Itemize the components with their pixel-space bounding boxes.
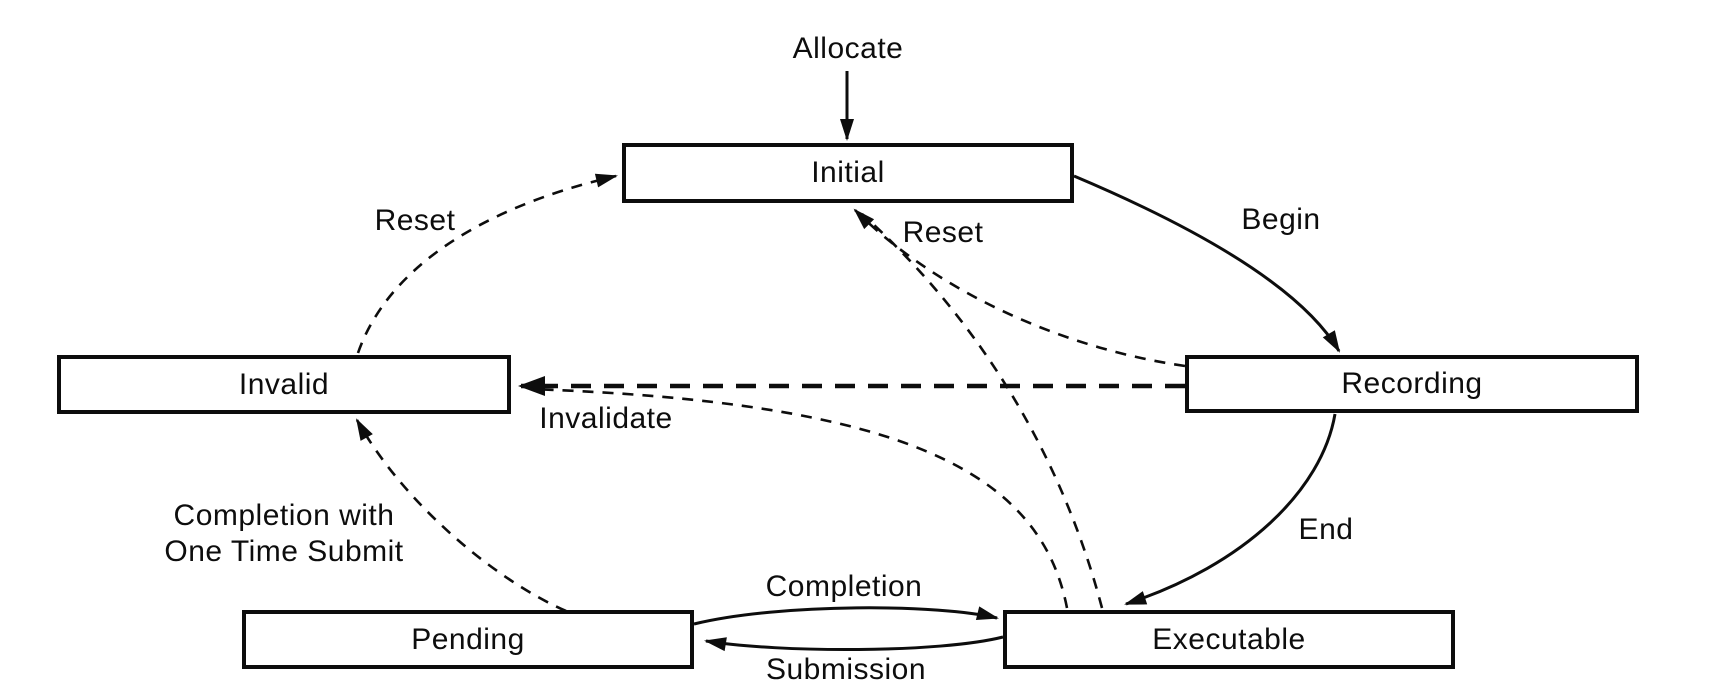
edge-submission-arrow — [704, 635, 1004, 652]
edge-label-end: End — [1298, 513, 1354, 546]
state-box-pending: Pending — [242, 610, 694, 669]
edge-reset-executable-arrow — [861, 213, 1104, 609]
edge-end-arrow — [1124, 413, 1337, 606]
edge-label-submission: Submission — [765, 653, 927, 686]
edge-label-one-time-submit: Completion with One Time Submit — [164, 499, 404, 568]
edge-completion-arrow — [693, 606, 999, 626]
edge-label-allocate: Allocate — [792, 32, 904, 65]
state-box-initial: Initial — [622, 143, 1074, 203]
edge-reset-invalid-arrow — [356, 173, 618, 354]
edge-invalidate-executable-arrow — [529, 387, 1069, 609]
edge-one-time-submit-arrow — [355, 418, 567, 613]
edge-begin-arrow — [1073, 174, 1341, 353]
state-label-pending: Pending — [411, 622, 525, 656]
edge-label-invalidate: Invalidate — [539, 402, 673, 435]
state-box-invalid: Invalid — [57, 355, 511, 414]
edge-label-reset-invalid: Reset — [374, 204, 456, 237]
state-label-recording: Recording — [1341, 367, 1483, 400]
state-label-initial: Initial — [811, 156, 885, 189]
edge-label-begin: Begin — [1241, 203, 1321, 236]
state-label-executable: Executable — [1152, 622, 1306, 656]
state-box-recording: Recording — [1185, 355, 1639, 413]
state-label-invalid: Invalid — [238, 367, 330, 401]
edge-label-completion: Completion — [765, 570, 923, 603]
state-box-executable: Executable — [1003, 610, 1455, 669]
edge-label-reset-recording: Reset — [902, 216, 984, 249]
